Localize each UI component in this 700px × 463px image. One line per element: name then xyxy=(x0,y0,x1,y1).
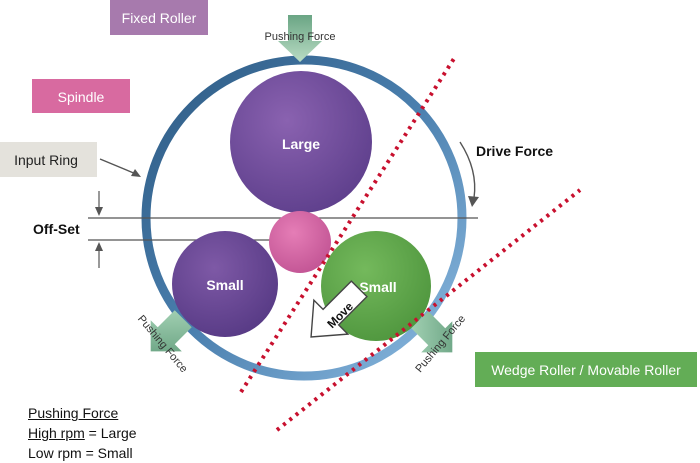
input-ring-pointer xyxy=(99,158,137,175)
spindle-roller xyxy=(269,211,331,273)
small-roller-right-label: Small xyxy=(359,279,396,295)
wedge-roller-label: Wedge Roller / Movable Roller xyxy=(491,362,681,378)
offset-arrow-bottom-head xyxy=(95,242,103,251)
large-roller xyxy=(230,71,372,213)
offset-arrow-top-head xyxy=(95,207,103,216)
drive-force-label: Drive Force xyxy=(476,143,553,159)
input-ring-pointer-head xyxy=(131,169,141,177)
wedge-roller-box xyxy=(475,352,697,387)
legend-high-line: High rpm = Large xyxy=(28,423,137,443)
legend-high-term: High rpm xyxy=(28,425,85,441)
legend-high-value: = Large xyxy=(84,425,137,441)
drive-force-arc xyxy=(459,141,476,199)
small-roller-left-label: Small xyxy=(206,277,243,293)
pushing-force-legend: Pushing Force High rpm = Large Low rpm =… xyxy=(28,403,137,463)
drive-force-arrow-head xyxy=(468,196,479,207)
legend-title: Pushing Force xyxy=(28,405,119,421)
pushing-force-top-arrow xyxy=(278,15,322,62)
move-arrow xyxy=(310,280,368,338)
pushing-force-right-arrow xyxy=(411,311,453,353)
input-ring-label: Input Ring xyxy=(14,152,78,168)
spindle-box xyxy=(32,79,130,113)
spindle-label: Spindle xyxy=(58,89,105,105)
input-ring-box xyxy=(0,142,97,177)
pushing-force-left-arrow xyxy=(150,310,192,352)
offset-label: Off-Set xyxy=(33,221,80,237)
dotted-line-left xyxy=(239,55,457,394)
dotted-line-right xyxy=(275,188,582,432)
fixed-roller-label: Fixed Roller xyxy=(122,10,197,26)
legend-low-line: Low rpm = Small xyxy=(28,445,133,461)
pushing-force-top-label: Pushing Force xyxy=(265,31,336,43)
large-roller-label: Large xyxy=(282,136,320,152)
fixed-roller-box xyxy=(110,0,208,35)
small-roller-left xyxy=(172,231,278,337)
